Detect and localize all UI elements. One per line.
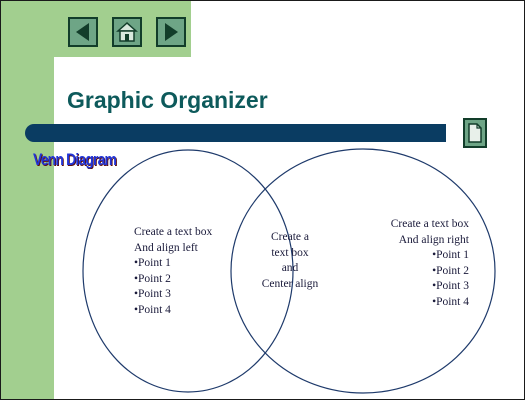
left-line: •Point 4 xyxy=(134,303,171,316)
intersection-text: Create a text box and Center align xyxy=(249,230,331,292)
right-line: •Point 1 xyxy=(432,249,469,261)
center-line: Center align xyxy=(261,277,319,290)
content-area xyxy=(54,57,524,399)
right-line: Create a text box xyxy=(390,218,469,230)
right-line: •Point 2 xyxy=(432,264,469,277)
left-line: And align left xyxy=(134,241,198,254)
center-line: text box xyxy=(271,246,309,259)
right-line: •Point 3 xyxy=(432,280,469,292)
right-set-text: Create a text box And align right •Point… xyxy=(367,217,469,310)
home-button[interactable] xyxy=(112,17,142,47)
center-line: and xyxy=(281,262,299,274)
sidebar-band xyxy=(1,1,54,399)
right-line: •Point 4 xyxy=(432,295,469,308)
center-line: Create a xyxy=(271,231,309,243)
left-set-text: Create a text box And align left •Point … xyxy=(134,225,212,318)
document-button[interactable] xyxy=(463,118,487,148)
right-circle xyxy=(230,148,496,394)
left-line: •Point 2 xyxy=(134,272,171,285)
left-line: Create a text box xyxy=(134,226,213,238)
left-line: •Point 1 xyxy=(134,257,171,269)
left-line: •Point 3 xyxy=(134,288,171,300)
title-divider xyxy=(25,124,446,142)
back-button[interactable] xyxy=(68,17,98,47)
arrow-left-icon xyxy=(76,23,89,41)
venn-diagram-label: Venn Diagram xyxy=(33,150,117,169)
arrow-right-icon xyxy=(165,23,178,41)
right-line: And align right xyxy=(398,233,469,246)
forward-button[interactable] xyxy=(156,17,186,47)
slide-title: Graphic Organizer xyxy=(67,87,268,113)
left-circle xyxy=(82,149,294,393)
home-icon xyxy=(116,21,138,42)
document-icon xyxy=(468,123,482,143)
